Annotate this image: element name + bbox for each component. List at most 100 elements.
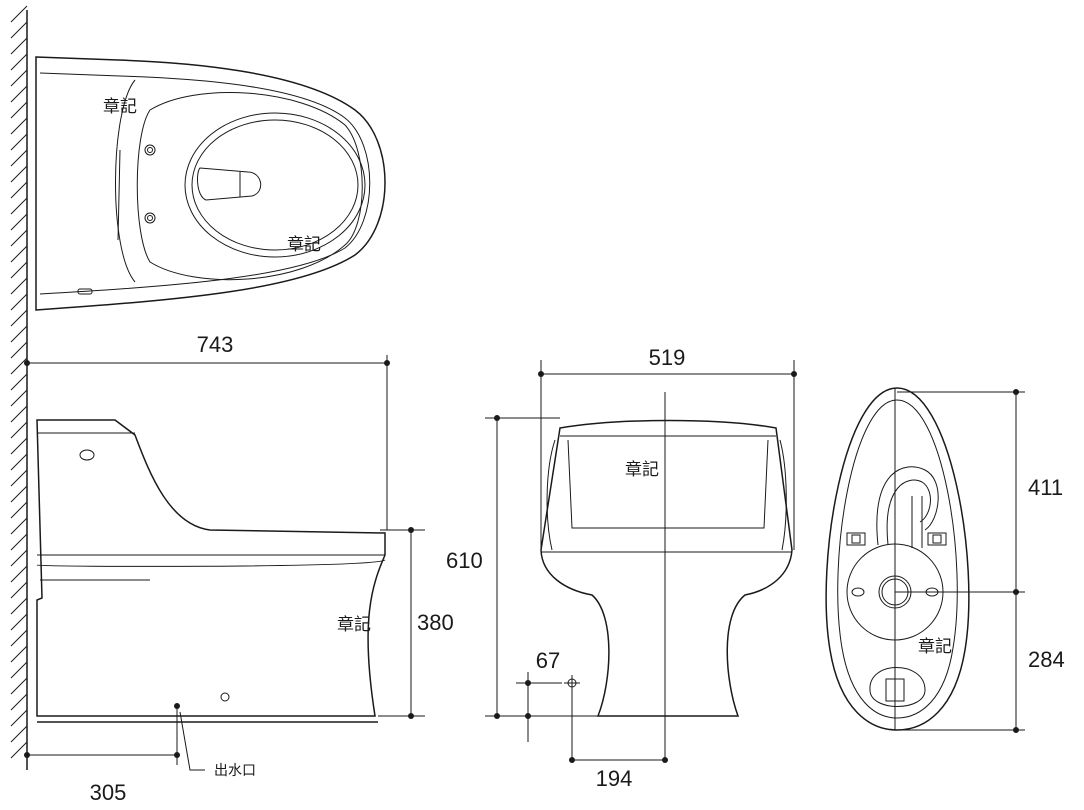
front-view: 章記 (540, 392, 793, 760)
bottom-view-bracket-right (927, 532, 947, 546)
dim-284-label: 284 (1028, 647, 1065, 672)
dim-194-label: 194 (596, 766, 633, 791)
wall-hatch-stroke (10, 181, 28, 199)
top-view: 章記 章記 (35, 56, 386, 311)
front-view-outline (540, 419, 793, 717)
wall-hatch-stroke (10, 629, 28, 647)
outlet-leader (179, 711, 205, 771)
top-view-bowl-inner (191, 119, 359, 251)
outlet-center-point (174, 703, 180, 709)
bottom-view-trap-inner (886, 479, 931, 546)
dim-67-start (525, 680, 531, 686)
top-view-flush-button (77, 288, 93, 295)
bottom-view-mark: 章記 (918, 637, 952, 657)
side-view-dimensions: 743 380 305 出水口 (24, 332, 454, 805)
side-view-mark: 章記 (337, 615, 371, 635)
top-view-outline (35, 56, 386, 311)
bottom-view-bolt-slot-left (851, 587, 865, 597)
wall-hatch-stroke (10, 485, 28, 503)
wall-hatch-stroke (10, 309, 28, 327)
wall-hatch-stroke (10, 245, 28, 263)
wall-hatch-stroke (10, 261, 28, 279)
wall-hatch-stroke (10, 133, 28, 151)
bottom-view-bracket-left (846, 532, 866, 546)
dim-284-end (1013, 727, 1019, 733)
bottom-view-rear-foot (869, 667, 926, 707)
top-view-seat-rim (115, 79, 136, 283)
dim-380-end (408, 713, 414, 719)
dim-743-start (24, 360, 30, 366)
wall-hatch-stroke (10, 213, 28, 231)
wall-hatch-stroke (10, 581, 28, 599)
top-view-seat-inner (136, 92, 363, 281)
wall-hatch-stroke (10, 533, 28, 551)
wall-hatch-stroke (10, 165, 28, 183)
bottom-view: 章記 (825, 387, 970, 731)
wall-hatch-stroke (10, 389, 28, 407)
top-view-inner-rim (39, 72, 371, 295)
wall-hatch-stroke (10, 197, 28, 215)
dim-411-start (1013, 389, 1019, 395)
dim-610-start (494, 415, 500, 421)
dim-67-label: 67 (536, 648, 560, 673)
wall (10, 5, 28, 770)
wall-hatch-stroke (10, 597, 28, 615)
bottom-view-bracket-left-inner (851, 534, 861, 544)
outlet-label: 出水口 (214, 763, 256, 779)
bottom-view-dimensions: 411 284 (895, 389, 1065, 733)
dim-411-end (1013, 589, 1019, 595)
front-view-tank-panel (567, 439, 769, 529)
dim-194-start (569, 757, 575, 763)
bottom-view-bracket-right-inner (932, 534, 942, 544)
dim-194-end (662, 757, 668, 763)
wall-hatch-stroke (10, 421, 28, 439)
wall-hatch-stroke (10, 69, 28, 87)
front-view-left-edge (546, 439, 556, 551)
top-view-mark-2: 章記 (287, 235, 321, 255)
bottom-view-inner-outline (837, 399, 958, 719)
wall-hatch-stroke (10, 85, 28, 103)
side-view-outline (36, 419, 386, 717)
wall-hatch-stroke (10, 677, 28, 695)
wall-hatch-stroke (10, 645, 28, 663)
dim-610-label: 610 (446, 548, 483, 573)
wall-hatch-stroke (10, 149, 28, 167)
wall-hatch-stroke (10, 661, 28, 679)
dim-67-end (525, 713, 531, 719)
wall-hatch-stroke (10, 501, 28, 519)
top-view-mark-1: 章記 (103, 97, 137, 117)
wall-hatch-stroke (10, 293, 28, 311)
side-view-rim-line (36, 559, 386, 567)
wall-hatch-stroke (10, 565, 28, 583)
wall-hatch-stroke (10, 5, 28, 23)
dim-305-label: 305 (90, 780, 127, 805)
top-view-bowl-outer (184, 112, 366, 258)
wall-hatch-stroke (10, 613, 28, 631)
seat-hinge-hole-lower (144, 212, 156, 224)
wall-hatch-stroke (10, 53, 28, 71)
seat-hinge-hole-upper (144, 144, 156, 156)
wall-hatch-stroke (10, 741, 28, 759)
bottom-view-trap (876, 466, 939, 546)
wall-hatch-stroke (10, 693, 28, 711)
wall-hatch-stroke (10, 405, 28, 423)
wall-hatch-stroke (10, 277, 28, 295)
dim-380-label: 380 (417, 610, 454, 635)
wall-hatch-stroke (10, 453, 28, 471)
wall-hatch-stroke (10, 469, 28, 487)
dim-380-start (408, 527, 414, 533)
wall-hatch-stroke (10, 709, 28, 727)
seat-hinge-bolt-upper (147, 147, 153, 153)
wall-hatch-stroke (10, 437, 28, 455)
seat-hinge-bolt-lower (147, 215, 153, 221)
dim-305-start (24, 752, 30, 758)
wall-hatch-stroke (10, 21, 28, 39)
wall-hatch-stroke (10, 549, 28, 567)
wall-hatch-stroke (10, 325, 28, 343)
side-view-flush-button (79, 449, 95, 461)
wall-hatch-stroke (10, 229, 28, 247)
side-view-fixing-hole (220, 692, 230, 702)
dim-519-label: 519 (649, 345, 686, 370)
dim-411-label: 411 (1028, 475, 1063, 500)
